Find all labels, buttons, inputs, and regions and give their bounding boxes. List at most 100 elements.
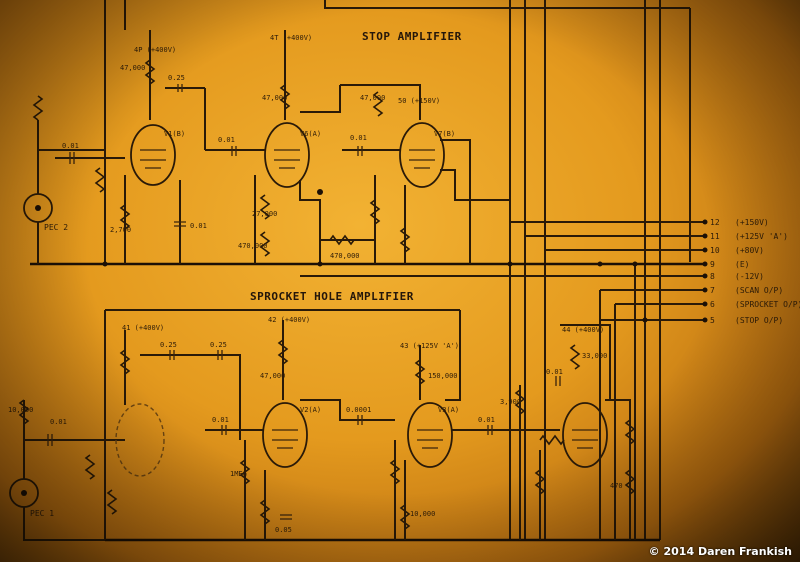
terminal-number-9: 9 bbox=[710, 260, 715, 269]
terminal-label-8: (-12V) bbox=[735, 272, 764, 281]
res-r28-value: 470,000 bbox=[238, 242, 268, 250]
resistor-r3 bbox=[84, 454, 96, 480]
cap-c1-value: 0.01 bbox=[62, 142, 79, 150]
res-r1-value: 10,000 bbox=[8, 406, 33, 414]
sprocket-hole-amplifier-title: SPROCKET HOLE AMPLIFIER bbox=[250, 290, 414, 303]
photocell-lower-cathode bbox=[21, 490, 27, 496]
photocell-upper-cathode bbox=[35, 205, 41, 211]
res-r24-value: 2,700 bbox=[110, 226, 131, 234]
terminal-number-11: 11 bbox=[710, 232, 720, 241]
junction-6 bbox=[642, 317, 648, 323]
res-r35-value: 470,000 bbox=[330, 252, 360, 260]
terminal-number-8: 8 bbox=[710, 272, 715, 281]
terminal-label-9: (E) bbox=[735, 260, 749, 269]
supply-label-44: 44 (+400V) bbox=[562, 326, 604, 334]
v1b-output bbox=[165, 87, 265, 151]
res-r30-value: 47,000 bbox=[262, 94, 287, 102]
tube-v6-grid bbox=[274, 149, 300, 169]
supply-label-41: 41 (+400V) bbox=[122, 324, 164, 332]
tube-v7-grid bbox=[409, 149, 435, 169]
cap-c5-value: 0.05 bbox=[275, 526, 292, 534]
cap-c2-value: 0.25 bbox=[168, 74, 185, 82]
cap-c4-value: 0.01 bbox=[218, 136, 235, 144]
supply-label-4p: 4P (+400V) bbox=[134, 46, 176, 54]
cap-c4-lower-value: 0.01 bbox=[212, 416, 229, 424]
terminal-dot-6 bbox=[702, 301, 708, 307]
capacitor-c8 bbox=[555, 376, 561, 386]
res-r27-value: 27,000 bbox=[252, 210, 277, 218]
terminal-number-5: 5 bbox=[710, 316, 715, 325]
res-r20-value: 470 bbox=[610, 482, 623, 490]
terminal-dot-11 bbox=[702, 233, 708, 239]
terminal-label-5: (STOP O/P) bbox=[735, 316, 783, 325]
v2-cathode-leads bbox=[244, 440, 266, 540]
supply-label-50: 50 (+150V) bbox=[398, 97, 440, 105]
feedback-link bbox=[319, 239, 375, 250]
terminal-dot-10 bbox=[702, 247, 708, 253]
terminal-dot-9 bbox=[702, 261, 708, 267]
res-r12-value: 10,000 bbox=[410, 510, 435, 518]
tube-v4-grid bbox=[572, 429, 598, 449]
terminal-dot-5 bbox=[702, 317, 708, 323]
cap-c2-lower-value: 0.25 bbox=[160, 341, 177, 349]
terminal-number-10: 10 bbox=[710, 246, 720, 255]
res-r10-value: 47,000 bbox=[260, 372, 285, 380]
top-frame-line bbox=[324, 0, 690, 9]
resistor-r21 bbox=[32, 95, 44, 121]
terminal-dot-8 bbox=[702, 273, 708, 279]
v1-output-link bbox=[140, 354, 241, 440]
tube-v1b-label: V1(B) bbox=[164, 130, 185, 138]
cap-c6-value: 0.0001 bbox=[346, 406, 371, 414]
terminal-label-6: (SPROCKET O/P) bbox=[735, 300, 800, 309]
v4-cathode-leads bbox=[519, 385, 541, 540]
capacitor-c5 bbox=[280, 514, 292, 520]
terminal-number-12: 12 bbox=[710, 218, 720, 227]
res-r17-value: 33,000 bbox=[582, 352, 607, 360]
tube-v3-grid bbox=[417, 429, 443, 449]
res-r16-value: 3,900 bbox=[500, 398, 521, 406]
resistor-r4 bbox=[106, 489, 118, 515]
v6-to-v7-link bbox=[300, 85, 341, 113]
junction-5 bbox=[632, 261, 638, 267]
cap-c7-value: 0.01 bbox=[478, 416, 495, 424]
photocell-upper-label: PEC 2 bbox=[44, 223, 68, 232]
terminal-number-6: 6 bbox=[710, 300, 715, 309]
res-r7-value: 1MEG bbox=[230, 470, 247, 478]
v1b-cathode-leads bbox=[124, 175, 181, 264]
junction-1 bbox=[102, 261, 108, 267]
photocell-lower-label: PEC 1 bbox=[30, 509, 54, 518]
junction-4 bbox=[597, 261, 603, 267]
res-r33-value: 47,000 bbox=[360, 94, 385, 102]
terminal-label-12: (+150V) bbox=[735, 218, 769, 227]
supply-label-43: 43 (+125V 'A') bbox=[400, 342, 459, 350]
cap-c8-value: 0.01 bbox=[546, 368, 563, 376]
copyright-watermark: © 2014 Daren Frankish bbox=[648, 545, 792, 558]
v4-plate-bus bbox=[560, 324, 611, 400]
tube-v3-label: V3(A) bbox=[438, 406, 459, 414]
tube-v1b-grid bbox=[140, 149, 166, 169]
terminal-dot-12 bbox=[702, 219, 708, 225]
resistor-r15 bbox=[539, 434, 565, 446]
v6-junction bbox=[317, 189, 323, 195]
supply-label-42: 42 (+400V) bbox=[268, 316, 310, 324]
tube-v2-grid bbox=[272, 429, 298, 449]
res-r13-value: 150,000 bbox=[428, 372, 458, 380]
terminal-label-11: (+125V 'A') bbox=[735, 232, 788, 241]
junction-2 bbox=[317, 261, 323, 267]
v3-plate-return bbox=[445, 310, 461, 401]
resistor-r22 bbox=[94, 167, 106, 193]
terminal-label-10: (+80V) bbox=[735, 246, 764, 255]
v7-output-to-bus bbox=[440, 169, 510, 201]
tube-v6-label: V6(A) bbox=[300, 130, 321, 138]
junction-3 bbox=[507, 261, 513, 267]
resistor-r17 bbox=[569, 344, 581, 370]
v7-cathode-leads bbox=[374, 175, 406, 264]
stop-amplifier-title: STOP AMPLIFIER bbox=[362, 30, 462, 43]
tube-v7-label: V7(B) bbox=[434, 130, 455, 138]
supply-label-4t: 4T (+400V) bbox=[270, 34, 312, 42]
cap-c15-value: 0.01 bbox=[350, 134, 367, 142]
v3-cathode-leads bbox=[394, 440, 406, 540]
terminal-label-7: (SCAN O/P) bbox=[735, 286, 783, 295]
